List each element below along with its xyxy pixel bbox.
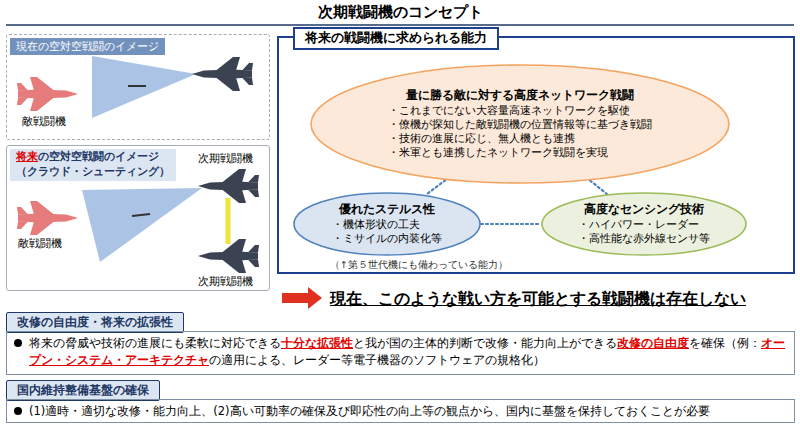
next-fighter	[192, 57, 253, 91]
body-text: 将来の脅威や技術の進展にも柔軟に対応できる	[29, 336, 281, 350]
section-band: 国内維持整備基盤の確保	[6, 380, 160, 401]
ellipse-text: ・高性能な赤外線センサ等	[578, 232, 710, 246]
aircraft-label: 敵戦闘機	[18, 236, 62, 251]
missile	[128, 85, 146, 87]
body-text: を確保（例：	[689, 336, 761, 350]
scene-panel: 将来の空対空戦闘のイメージ （クラウド・シューティング）	[6, 145, 270, 291]
dotted-connector	[426, 180, 446, 195]
enemy-fighter	[17, 201, 78, 235]
ellipse-text: ・技術の進展に応じ、無人機とも連携	[388, 132, 652, 146]
ellipse-shape	[294, 193, 480, 255]
title-rule	[6, 24, 794, 26]
next-fighter	[198, 169, 259, 203]
aircraft-label: 敵戦闘機	[22, 114, 66, 129]
capability-ellipse: 量に勝る敵に対する高度ネットワーク戦闘・これまでにない大容量高速ネットワークを駆…	[310, 64, 730, 184]
body-text: の適用による、レーダー等電子機器のソフトウェアの規格化）	[209, 353, 545, 367]
red-arrow	[282, 287, 322, 309]
dotted-connector	[481, 223, 541, 225]
section-band: 改修の自由度・将来の拡張性	[6, 312, 184, 333]
enemy-fighter	[17, 77, 78, 111]
body-text: 改修の自由度	[617, 336, 689, 350]
body-text: (1)適時・適切な改修・能力向上、(2)高い可動率の確保及び即応性の向上等の観点…	[29, 404, 710, 418]
ellipse-text: ・機体形状の工夫	[332, 218, 442, 232]
section-body: 将来の脅威や技術の進展にも柔軟に対応できる十分な拡張性と我が国の主体的判断で改修…	[6, 331, 795, 375]
ellipse-text: 量に勝る敵に対する高度ネットワーク戦闘	[388, 88, 652, 104]
ellipse-text: 優れたステルス性	[332, 202, 442, 218]
ellipse-shape	[311, 65, 729, 183]
radar-cone	[92, 56, 196, 118]
capability-panel: 将来の戦闘機に求められる能力量に勝る敵に対する高度ネットワーク戦闘・これまでにな…	[277, 36, 795, 274]
dotted-connector	[590, 181, 607, 195]
panel-heading: （クラウド・シューティング）	[16, 165, 170, 180]
panel-heading: 将来の戦闘機に求められる能力	[305, 30, 487, 45]
body-text: と我が国の主体的判断で改修・能力向上ができる	[353, 336, 617, 350]
ellipse-text: ・僚機が探知した敵戦闘機の位置情報等に基づき戦闘	[388, 118, 652, 132]
ellipse-text: ・ミサイルの内装化等	[332, 232, 442, 246]
ellipse-text: ・これまでにない大容量高速ネットワークを駆使	[388, 104, 652, 118]
aircraft-label: 次期戦闘機	[198, 151, 253, 166]
missile	[132, 214, 150, 216]
panel-heading: 将来	[16, 150, 38, 163]
section-heading: 国内維持整備基盤の確保	[17, 383, 149, 397]
section-body: (1)適時・適切な改修・能力向上、(2)高い可動率の確保及び即応性の向上等の観点…	[6, 399, 795, 423]
panel-heading: 現在の空対空戦闘のイメージ	[16, 40, 159, 53]
aircraft-label: 次期戦闘機	[198, 274, 253, 289]
next-fighter	[198, 239, 259, 273]
radar-cone	[82, 188, 202, 262]
ellipse-shape	[542, 193, 746, 255]
data-link	[226, 198, 231, 244]
bullet	[14, 407, 22, 415]
capability-ellipse: 優れたステルス性・機体形状の工夫・ミサイルの内装化等	[293, 192, 481, 256]
capability-ellipse: 高度なセンシング技術・ハイパワー・レーダー・高性能な赤外線センサ等	[541, 192, 747, 256]
conclusion: 現在、このような戦い方を可能とする戦闘機は存在しない	[330, 289, 746, 310]
panel-heading: の空対空戦闘のイメージ	[38, 150, 159, 163]
note: （↑第５世代機にも備わっている能力）	[330, 259, 508, 272]
section-heading: 改修の自由度・将来の拡張性	[17, 315, 173, 329]
bullet	[14, 339, 22, 347]
ellipse-text: ・ハイパワー・レーダー	[578, 218, 710, 232]
ellipse-text: 高度なセンシング技術	[578, 202, 710, 218]
ellipse-text: ・米軍とも連携したネットワーク戦闘を実現	[388, 146, 652, 160]
body-text: 十分な拡張性	[281, 336, 353, 350]
title: 次期戦闘機のコンセプト	[0, 3, 800, 22]
